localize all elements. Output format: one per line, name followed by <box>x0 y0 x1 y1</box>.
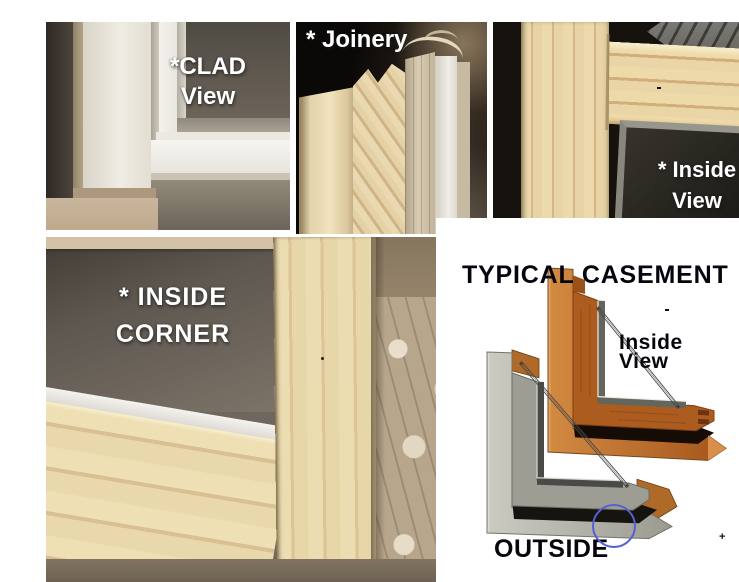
glass-pane <box>186 22 290 122</box>
frame-tip-highlight <box>708 435 726 461</box>
caption-line: * INSIDE <box>118 283 228 311</box>
wood-stile <box>521 22 609 232</box>
clad-strip-white <box>435 56 457 234</box>
photo-inside-view: * Inside View <box>493 22 739 232</box>
sash-end-notch <box>698 418 709 425</box>
photo-clad-background <box>46 22 73 230</box>
dot-artifact <box>665 309 669 311</box>
bottom-shadow-band <box>46 559 476 582</box>
pine-board-left <box>299 87 355 234</box>
sash-end-notch <box>698 409 709 416</box>
sill-edge <box>151 173 290 180</box>
caption-line: *CLAD <box>170 53 246 80</box>
caption-line: * Inside <box>657 157 737 182</box>
inside-view-label: Inside View <box>619 331 683 373</box>
jamb-edge <box>73 22 83 200</box>
caption-inside-corner: * INSIDE CORNER <box>84 279 262 353</box>
glazing-bead-horizontal <box>177 118 290 133</box>
caption-joinery: * Joinery <box>306 26 446 54</box>
clad-strip-tan <box>405 52 435 234</box>
glass-pane <box>46 247 280 412</box>
section-leader-lines <box>518 306 681 489</box>
wood-stile <box>273 237 380 582</box>
photo-speck <box>321 357 324 360</box>
wood-cap-top <box>511 349 540 379</box>
white-sill <box>151 140 290 174</box>
diagram-title: TYPICAL CASEMENT <box>462 260 729 289</box>
highlight-circle <box>592 504 636 548</box>
photo-joinery: * Joinery <box>296 22 487 234</box>
top-frame-strip <box>46 237 308 249</box>
caption-inside-view: * Inside View <box>641 154 739 216</box>
jamb-shadow <box>151 22 159 182</box>
label-line: Inside <box>619 331 683 354</box>
under-sill-shadow <box>151 180 290 230</box>
caption-clad-view: *CLAD View <box>146 52 270 112</box>
white-frame-face <box>159 22 177 152</box>
caption-line: View <box>180 83 236 110</box>
white-jamb-board <box>83 22 151 200</box>
typical-casement-panel: TYPICAL CASEMENT Inside View OUTSIDE + <box>436 218 739 582</box>
photo-inside-corner: * INSIDE CORNER <box>46 237 476 582</box>
outside-label: OUTSIDE <box>494 535 609 563</box>
oak-frame-step <box>573 275 585 294</box>
plus-artifact: + <box>719 531 726 543</box>
stile-wall-shadow <box>371 237 385 581</box>
mortised-wood-piece <box>353 63 407 234</box>
sill-highlight <box>156 132 290 142</box>
floor <box>46 198 158 230</box>
photo-clad-view: *CLAD View <box>46 22 290 230</box>
label-line: View <box>619 350 669 373</box>
caption-line: View <box>672 188 722 213</box>
clad-strip-tan2 <box>457 62 470 234</box>
glazing-bead-vertical <box>177 22 186 134</box>
oak-grain-lines <box>580 304 686 424</box>
caption-line: CORNER <box>115 320 231 348</box>
photo-speck <box>657 87 661 89</box>
caption-line: * Joinery <box>306 26 408 53</box>
